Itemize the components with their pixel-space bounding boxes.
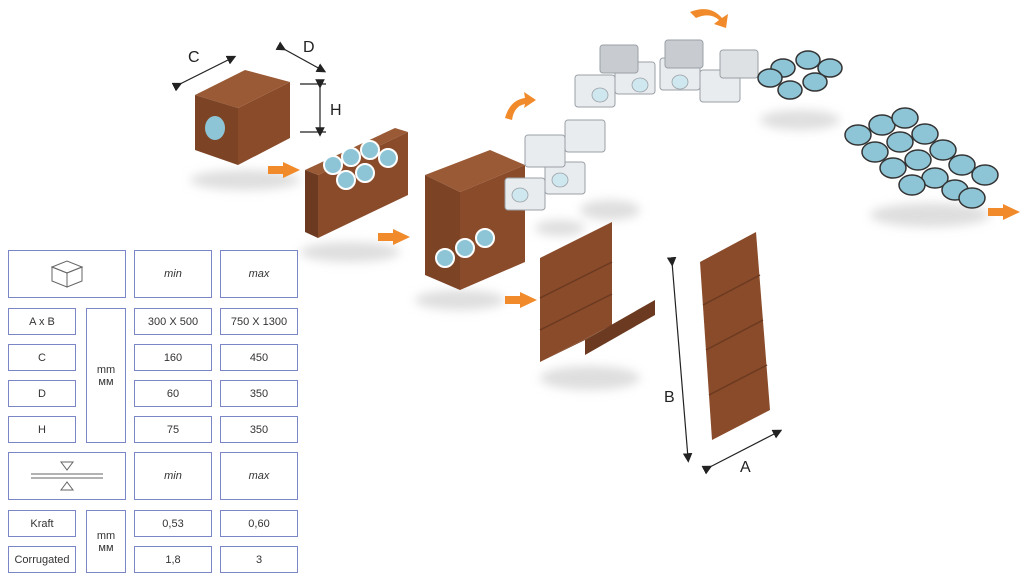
cups-in-carriers [511,74,689,203]
material-header-min: min [134,452,212,500]
label-c: C [188,49,200,66]
box-dimensions [171,41,327,137]
axb-max: 750 X 1300 [220,308,298,335]
corrugated-max: 3 [220,546,298,573]
row-label-c: C [8,344,76,371]
box-icon [50,260,84,288]
folded-blank [539,222,655,362]
material-unit: mm мм [86,510,126,573]
d-max: 350 [220,380,298,407]
axb-min: 300 X 500 [134,308,212,335]
kraft-min: 0,53 [134,510,212,537]
thickness-icon-cell [8,452,126,500]
box-unit: mm мм [86,308,126,443]
box-open [425,150,525,290]
box-header-min: min [134,250,212,298]
cup-carriers [504,39,759,211]
kraft-max: 0,60 [220,510,298,537]
row-label-kraft: Kraft [8,510,76,537]
h-min: 75 [134,416,212,443]
box-closing [305,128,408,238]
material-header-max: max [220,452,298,500]
box-icon-cell [8,250,126,298]
turn-arrow-icon [505,9,728,120]
label-a: A [740,459,751,476]
c-max: 450 [220,344,298,371]
box-header-max: max [220,250,298,298]
c-min: 160 [134,344,212,371]
blank-dimensions [666,256,783,475]
closed-box [195,70,290,165]
row-label-d: D [8,380,76,407]
label-d: D [303,39,315,56]
cup-group-large [844,107,999,209]
row-label-axb: A x B [8,308,76,335]
flat-blank [700,232,770,440]
label-b: B [664,389,675,406]
d-min: 60 [134,380,212,407]
label-h: H [330,102,342,119]
h-max: 350 [220,416,298,443]
row-label-h: H [8,416,76,443]
row-label-corrugated: Corrugated [8,546,76,573]
thickness-icon [31,461,103,491]
cup-group-small [757,50,843,100]
flow-arrow-icon [268,162,1020,308]
corrugated-min: 1,8 [134,546,212,573]
shadows [190,110,990,390]
